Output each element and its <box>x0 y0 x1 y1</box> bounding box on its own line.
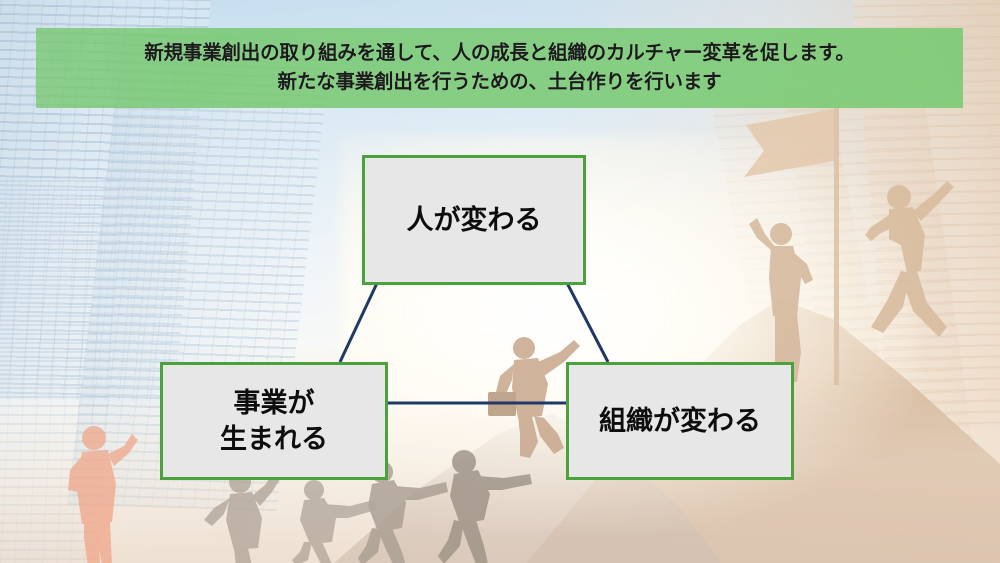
person-pushing-silhouette-2 <box>358 452 483 563</box>
node-people-change[interactable]: 人が変わる <box>362 155 586 285</box>
person-looking-up-silhouette <box>58 418 168 563</box>
connector-people-to-business <box>338 280 380 363</box>
person-celebrating-silhouette <box>855 175 975 355</box>
node-people-change-label: 人が変わる <box>406 205 542 235</box>
flag-silhouette <box>742 95 882 385</box>
node-organization-change[interactable]: 組織が変わる <box>566 362 794 480</box>
person-pushing-silhouette-3 <box>292 472 412 563</box>
connector-people-to-org <box>564 280 610 363</box>
person-pushing-silhouette-1 <box>438 440 558 563</box>
banner-line-2: 新たな事業創出を行うための、土台作りを行います <box>277 71 722 93</box>
node-business-born[interactable]: 事業が 生まれる <box>160 362 388 480</box>
banner-line-1: 新規事業創出の取り組みを通して、人の成長と組織のカルチャー変革を促します。 <box>144 42 855 64</box>
node-business-born-label: 事業が 生まれる <box>220 388 328 454</box>
header-banner: 新規事業創出の取り組みを通して、人の成長と組織のカルチャー変革を促します。 新た… <box>36 28 963 108</box>
node-organization-change-label: 組織が変わる <box>599 406 761 436</box>
